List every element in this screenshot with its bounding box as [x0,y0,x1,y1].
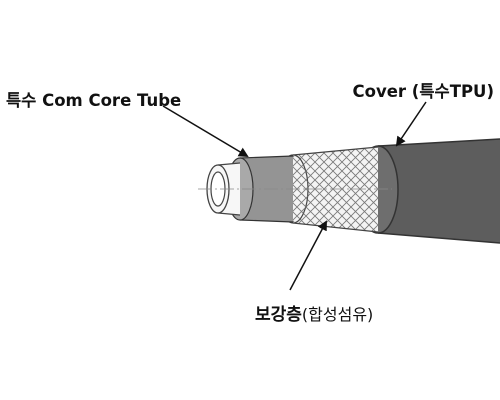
core-arrow [162,105,249,158]
reinforcement-label-main: 보강층 [255,305,302,325]
reinforcement-arrow [289,220,327,291]
cover-arrow [395,101,427,147]
cover-layer [357,138,500,244]
reinforcement-label: 보강층(합성섬유) [255,300,373,325]
cover-label: Cover (특수TPU) [352,82,494,101]
reinforcement-label-sub: (합성섬유) [301,305,374,324]
core-tube-label: 특수 Com Core Tube [6,91,182,110]
